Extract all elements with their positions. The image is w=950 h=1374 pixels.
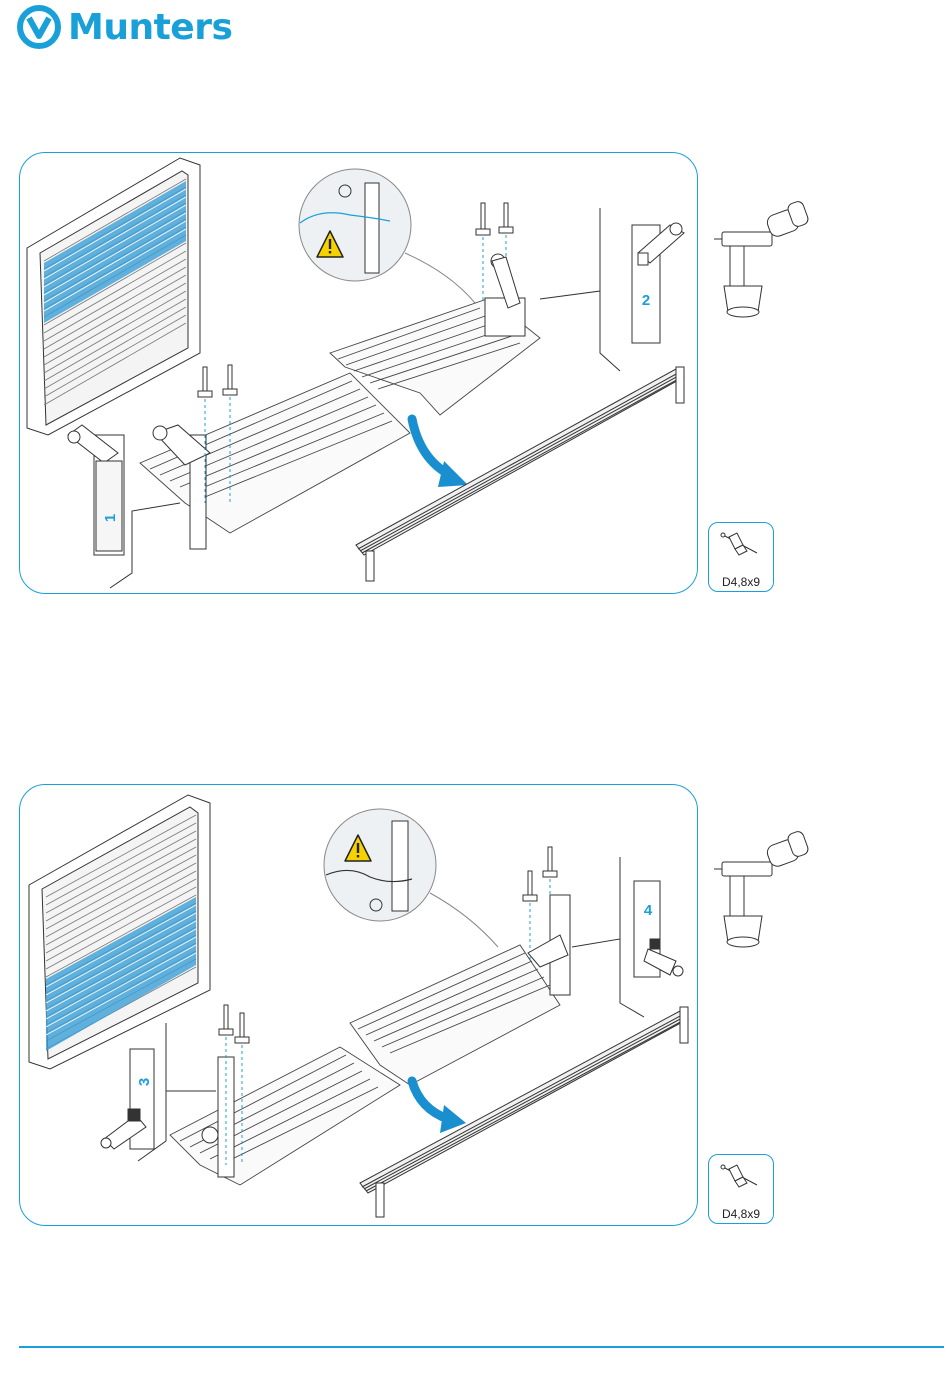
callout-number-4: 4 bbox=[644, 902, 653, 919]
rivet-gun-icon bbox=[700, 152, 820, 352]
tools-sidebar-1: D4,8x9 bbox=[700, 152, 820, 594]
callout-number-2: 2 bbox=[642, 292, 650, 309]
warning-detail-callout bbox=[299, 169, 475, 303]
assembly-step-panel-1: 1 2 bbox=[19, 152, 698, 594]
rivet-size-label: D4,8x9 bbox=[709, 1207, 773, 1221]
callout-part-1 bbox=[68, 425, 180, 588]
footer-divider bbox=[19, 1346, 944, 1348]
tools-sidebar-2: D4,8x9 bbox=[700, 784, 820, 1226]
rivet-spec-box-2: D4,8x9 bbox=[708, 1154, 774, 1224]
rivet-size-label: D4,8x9 bbox=[709, 575, 773, 589]
direction-arrow-icon bbox=[412, 1081, 448, 1119]
callout-number-3: 3 bbox=[136, 1078, 153, 1086]
shutter-frame-illustration bbox=[27, 158, 200, 435]
rivet-gun-icon bbox=[700, 784, 820, 984]
assembly-illustration-2: 3 4 bbox=[20, 785, 699, 1227]
callout-number-1: 1 bbox=[102, 514, 119, 522]
blind-rivet-icon bbox=[709, 523, 775, 567]
assembly-illustration-1: 1 2 bbox=[20, 153, 699, 595]
profile-rail-illustration bbox=[356, 367, 684, 581]
munters-logo: Munters bbox=[16, 4, 232, 50]
logo-wordmark: Munters bbox=[68, 7, 232, 48]
assembly-step-panel-2: 3 4 bbox=[19, 784, 698, 1226]
blind-rivet-icon bbox=[709, 1155, 775, 1199]
warning-detail-callout bbox=[324, 809, 498, 947]
callout-part-4 bbox=[572, 857, 683, 1017]
callout-part-2 bbox=[540, 208, 684, 371]
shutter-frame-illustration bbox=[29, 795, 210, 1069]
rivet-spec-box-1: D4,8x9 bbox=[708, 522, 774, 592]
munters-logo-mark-icon bbox=[16, 4, 62, 50]
